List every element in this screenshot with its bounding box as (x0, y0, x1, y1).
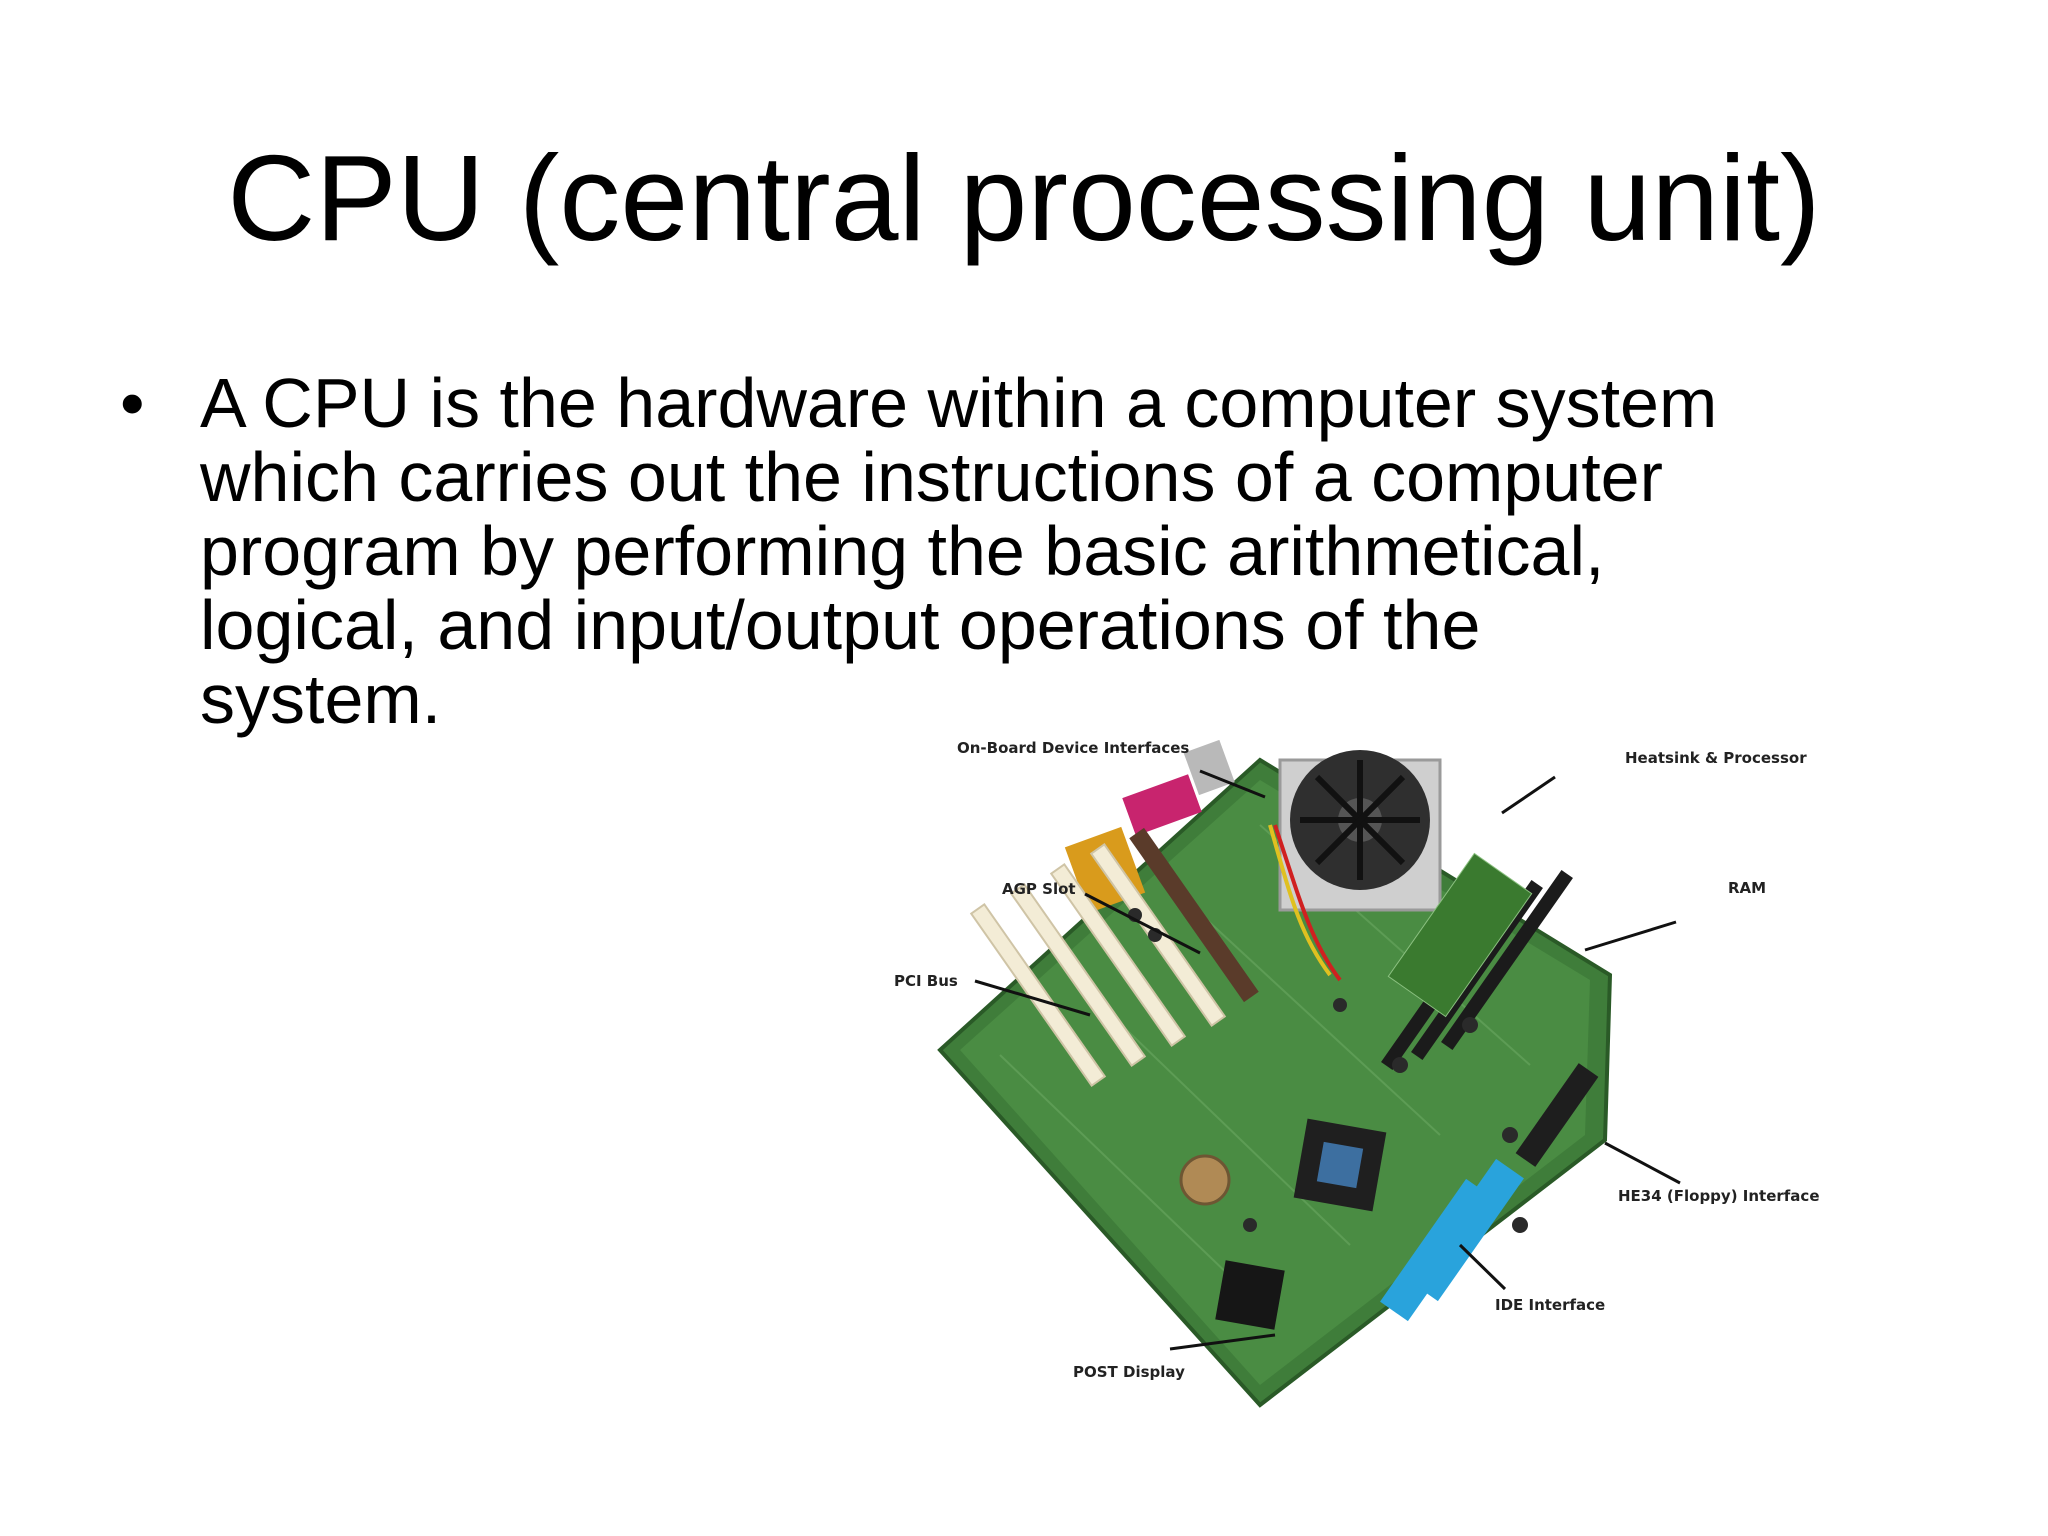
callout-post-display: POST Display (1073, 1363, 1185, 1381)
bullet-text: A CPU is the hardware within a computer … (200, 366, 1740, 736)
bullet-marker: • (120, 364, 145, 442)
callout-heatsink-processor: Heatsink & Processor (1625, 749, 1807, 767)
callout-floppy-interface: HE34 (Floppy) Interface (1618, 1187, 1820, 1205)
callout-agp-slot: AGP Slot (1002, 880, 1076, 898)
callout-ide-interface: IDE Interface (1495, 1296, 1605, 1314)
callout-pci-bus: PCI Bus (894, 972, 958, 990)
bullet-line: program by performing the basic arithmet… (200, 512, 1605, 590)
callout-onboard-device-interfaces: On-Board Device Interfaces (957, 739, 1189, 757)
bullet-line: logical, and input/output operations of … (200, 586, 1481, 664)
motherboard-figure: On-Board Device Interfaces Heatsink & Pr… (894, 739, 1820, 1408)
callout-leaders (974, 769, 1681, 1351)
bullet-line: system. (200, 660, 442, 738)
bullet-line: A CPU is the hardware within a computer … (200, 364, 1718, 442)
callout-ram: RAM (1728, 879, 1766, 897)
motherboard-illustration (937, 739, 1613, 1408)
slide-title: CPU (central processing unit) (227, 130, 1821, 266)
bullet-line: which carries out the instructions of a … (200, 438, 1663, 516)
